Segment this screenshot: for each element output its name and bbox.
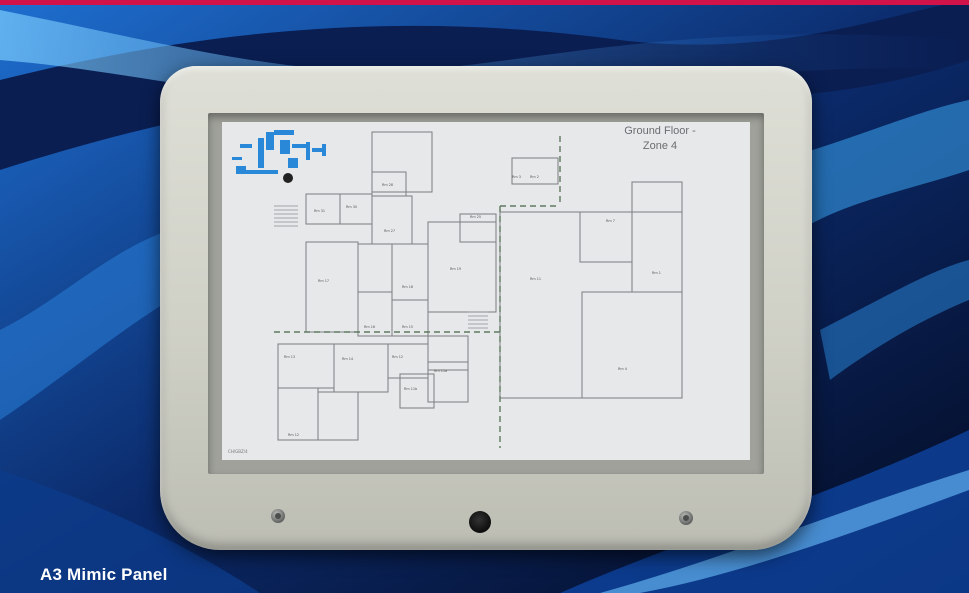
floor-plan: Rm 28 Rm 31 Rm 30 Rm 27 Rm 17 Rm 18 Rm 1… (232, 130, 683, 448)
svg-text:Rm 16: Rm 16 (364, 325, 375, 329)
screen-title-line2: Zone 4 (642, 140, 678, 152)
svg-text:Rm 17: Rm 17 (318, 279, 329, 283)
logo-dark-mark (283, 173, 293, 183)
svg-text:Rm 4: Rm 4 (618, 367, 627, 371)
right-screw-button (679, 511, 693, 525)
svg-text:Rm 27: Rm 27 (384, 229, 395, 233)
screen-title-line1: Ground Floor - (624, 125, 696, 137)
logo-mark (232, 130, 326, 174)
svg-text:Rm 25: Rm 25 (470, 215, 481, 219)
svg-text:Rm 12: Rm 12 (392, 355, 403, 359)
screen-footer-code: CH/GBZ/4 (228, 449, 248, 454)
svg-text:Rm 30: Rm 30 (346, 205, 357, 209)
svg-text:Rm 13: Rm 13 (284, 355, 295, 359)
walls (277, 131, 683, 441)
svg-text:Rm 3: Rm 3 (512, 175, 521, 179)
svg-text:Rm 12: Rm 12 (288, 433, 299, 437)
left-screw-button (271, 509, 285, 523)
svg-text:Rm 19: Rm 19 (450, 267, 461, 271)
svg-text:Rm 28: Rm 28 (382, 183, 393, 187)
svg-text:Rm 2: Rm 2 (530, 175, 539, 179)
caption: A3 Mimic Panel (40, 565, 168, 584)
svg-text:Rm 11b: Rm 11b (404, 387, 417, 391)
room-labels: Rm 28 Rm 31 Rm 30 Rm 27 Rm 17 Rm 18 Rm 1… (284, 175, 661, 437)
zone-boundaries (274, 136, 561, 448)
svg-text:Rm 31: Rm 31 (314, 209, 325, 213)
svg-text:Rm 15: Rm 15 (402, 325, 413, 329)
svg-text:Rm 18: Rm 18 (402, 285, 413, 289)
svg-text:Rm 11: Rm 11 (530, 277, 541, 281)
screen-title: Ground Floor - Zone 4 (580, 124, 740, 154)
mimic-screen: Rm 28 Rm 31 Rm 30 Rm 27 Rm 17 Rm 18 Rm 1… (222, 122, 750, 460)
svg-text:Rm 1: Rm 1 (652, 271, 661, 275)
accent-bar (0, 0, 969, 5)
svg-text:Rm 7: Rm 7 (606, 219, 615, 223)
svg-text:Rm 11a: Rm 11a (434, 369, 447, 373)
power-button[interactable] (469, 511, 491, 533)
stairs (274, 205, 488, 329)
svg-text:Rm 14: Rm 14 (342, 357, 353, 361)
